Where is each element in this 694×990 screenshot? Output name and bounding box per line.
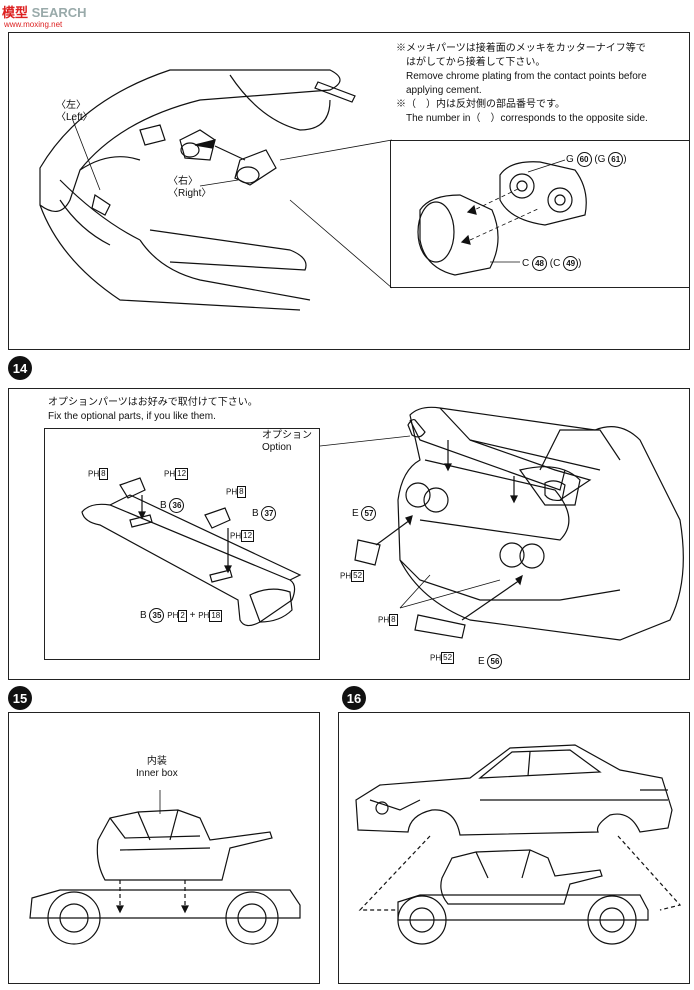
left-label-jp: 〈左〉: [56, 100, 86, 111]
part-c48-number: 48: [532, 256, 548, 271]
right-label: 〈右〉 〈Right〉: [168, 176, 211, 200]
ph-prefix: PH: [378, 615, 390, 625]
ph-prefix: PH: [198, 611, 210, 621]
step13-notes: ※メッキパーツは接着面のメッキをカッターナイフ等で はがしてから接着して下さい。…: [396, 42, 686, 126]
option-label: オプション Option: [262, 430, 312, 454]
ph-prefix: PH: [430, 653, 442, 663]
b37-label: B 37: [252, 506, 277, 521]
e57-label: E 57: [352, 506, 377, 521]
b36-label: B 36: [160, 498, 185, 513]
ph-prefix: PH: [88, 469, 100, 479]
b-letter: B: [160, 500, 167, 512]
part-g60-label: G 60 (G 61): [566, 152, 627, 167]
watermark-brand-gray: SEARCH: [31, 5, 87, 20]
step14-intro: オプションパーツはお好みで取付けて下さい。 Fix the optional p…: [48, 396, 258, 424]
ph8-number: 8: [389, 614, 398, 626]
ph8-number: 8: [237, 486, 246, 498]
b36-number: 36: [169, 498, 185, 513]
note-line: はがしてから接着して下さい。: [406, 57, 546, 68]
option-label-jp: オプション: [262, 430, 312, 441]
step15-badge: 15: [8, 686, 32, 710]
ph-prefix: PH: [226, 487, 238, 497]
e56-label: E 56: [478, 654, 503, 669]
inner-box-jp: 内装: [146, 756, 167, 767]
ph-prefix: PH: [230, 531, 242, 541]
right-label-jp: 〈右〉: [168, 176, 198, 187]
part-g60-number: 60: [576, 152, 592, 167]
part-c-letter: C: [522, 258, 530, 270]
left-label: 〈左〉 〈Left〉: [56, 100, 93, 124]
step16-panel: [338, 712, 690, 984]
ph52-number: 52: [441, 652, 455, 664]
ph12-number: 12: [175, 468, 189, 480]
ph12-number: 12: [241, 530, 255, 542]
ph2-number: 2: [178, 609, 187, 622]
option-label-en: Option: [262, 442, 292, 453]
e57-number: 57: [361, 506, 377, 521]
b37-number: 37: [261, 506, 277, 521]
inner-box-label: 内装 Inner box: [136, 756, 178, 780]
note-line: ※（ ）内は反対側の部品番号です。: [396, 99, 565, 110]
part-g61-number: 61: [608, 152, 624, 167]
b-letter: B: [252, 508, 259, 520]
inner-box-en: Inner box: [136, 768, 178, 779]
e-letter: E: [352, 508, 359, 520]
b35-number: 35: [149, 608, 165, 623]
note-line: ※メッキパーツは接着面のメッキをカッターナイフ等で: [396, 43, 646, 54]
left-label-en: 〈Left〉: [56, 112, 93, 123]
watermark-site: www.moxing.net: [4, 20, 63, 29]
ph52-number: 52: [351, 570, 365, 582]
ph-prefix: PH: [340, 571, 352, 581]
step16-badge: 16: [342, 686, 366, 710]
watermark-brand-red: 模型: [2, 5, 29, 20]
e56-number: 56: [487, 654, 503, 669]
watermark-logo: 模型 SEARCH: [2, 2, 87, 21]
ph-prefix: PH: [164, 469, 176, 479]
step14-intro-en: Fix the optional parts, if you like them…: [48, 411, 216, 422]
ph8-number: 8: [99, 468, 108, 480]
step14-badge: 14: [8, 356, 32, 380]
part-c-opp-letter: (C: [549, 258, 561, 270]
e-letter: E: [478, 656, 485, 668]
b-letter: B: [140, 610, 147, 622]
part-g-letter: G: [566, 154, 574, 166]
part-c48-label: C 48 (C 49): [522, 256, 581, 271]
part-g-opp-letter: (G: [594, 154, 606, 166]
ph18-number: 18: [209, 609, 223, 622]
step14-intro-jp: オプションパーツはお好みで取付けて下さい。: [48, 397, 258, 408]
note-line: applying cement.: [406, 85, 482, 96]
part-c49-number: 49: [563, 256, 579, 271]
right-label-en: 〈Right〉: [168, 188, 212, 199]
plus-sign: +: [189, 610, 196, 622]
note-line: Remove chrome plating from the contact p…: [406, 71, 647, 82]
ph-prefix: PH: [167, 611, 179, 621]
note-line: The number in（ ）corresponds to the oppos…: [406, 113, 648, 124]
